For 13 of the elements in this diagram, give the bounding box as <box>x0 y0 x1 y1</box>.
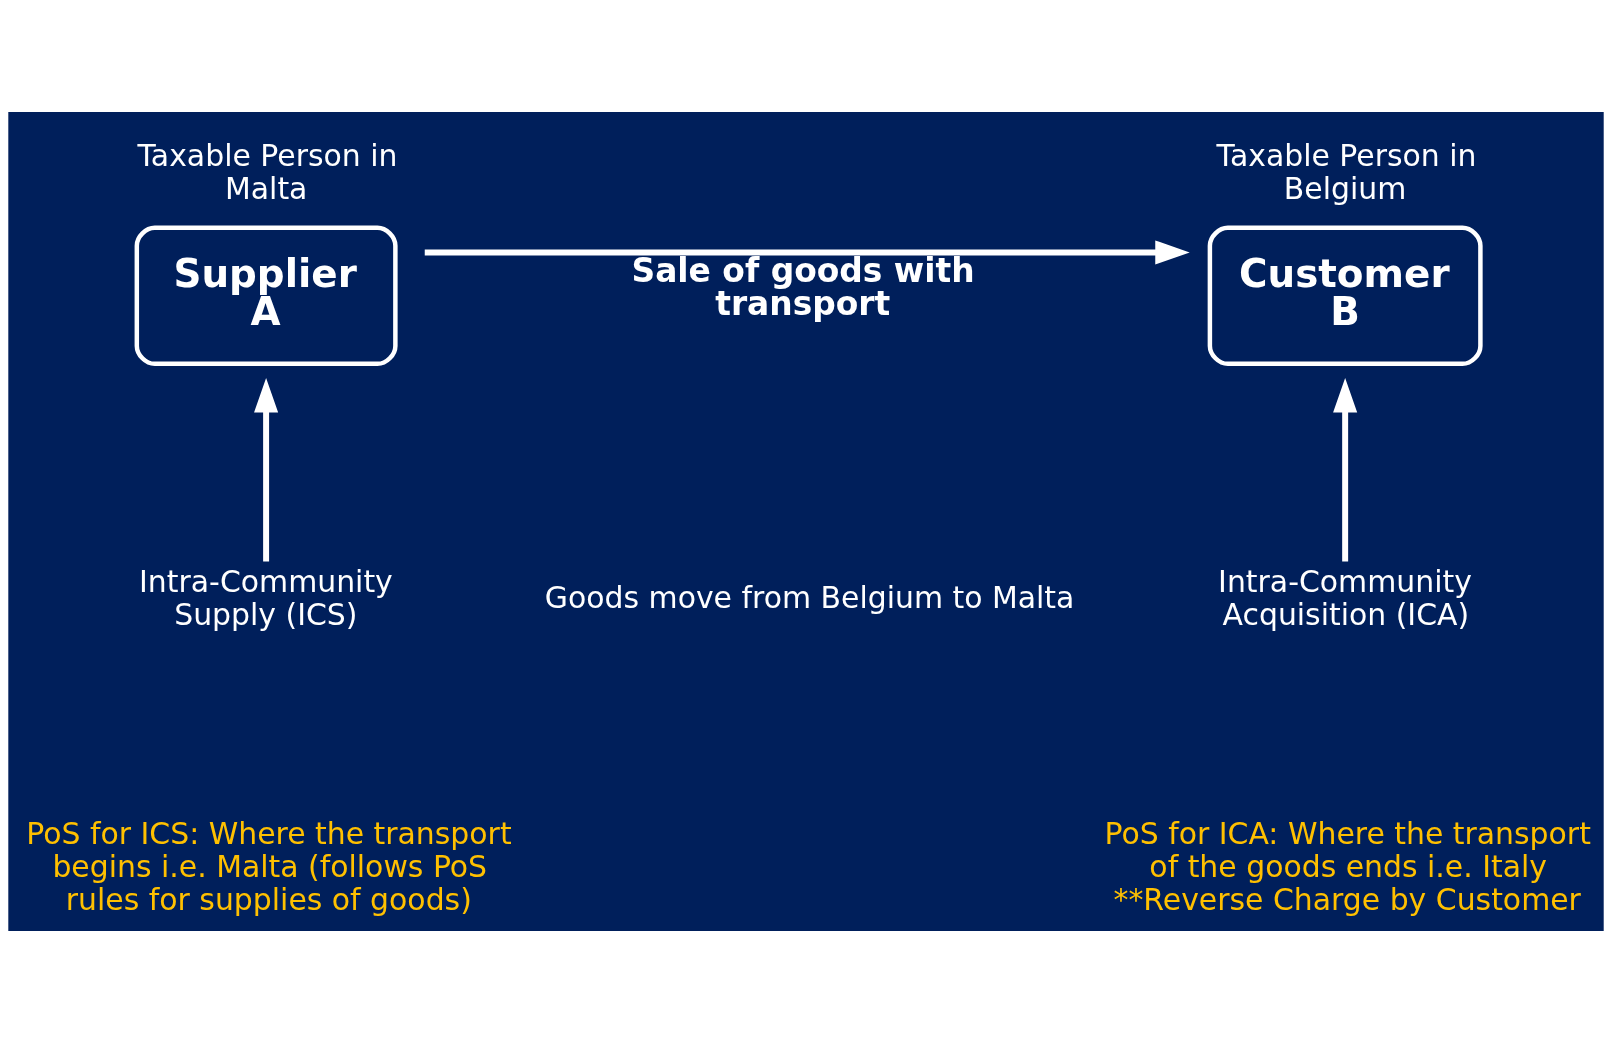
arrow <box>1333 378 1358 562</box>
node-box: Customer B <box>1207 225 1483 367</box>
arrow <box>254 378 279 562</box>
node-box: Supplier A <box>134 225 398 367</box>
label: PoS for ICA: Where the transport of the goods ends i.e. Italy **Reverse Charge by Customer <box>1104 816 1591 918</box>
node-text: Intra-Community Supply (ICS) <box>139 563 393 632</box>
arrow <box>424 240 1190 265</box>
node-label: Taxable Person in Malta <box>137 137 398 206</box>
node-label: Taxable Person in Belgium <box>1216 137 1477 206</box>
label: Goods move from Belgium to Malta <box>544 580 1075 616</box>
node-text: Intra-Community Acquisition (ICA) <box>1218 563 1472 632</box>
edge-label: Sale of goods with transport <box>631 250 975 323</box>
label: PoS for ICS: Where the transport begins i.e. Malta (follows PoS rules for supplies of goods) <box>26 816 512 918</box>
